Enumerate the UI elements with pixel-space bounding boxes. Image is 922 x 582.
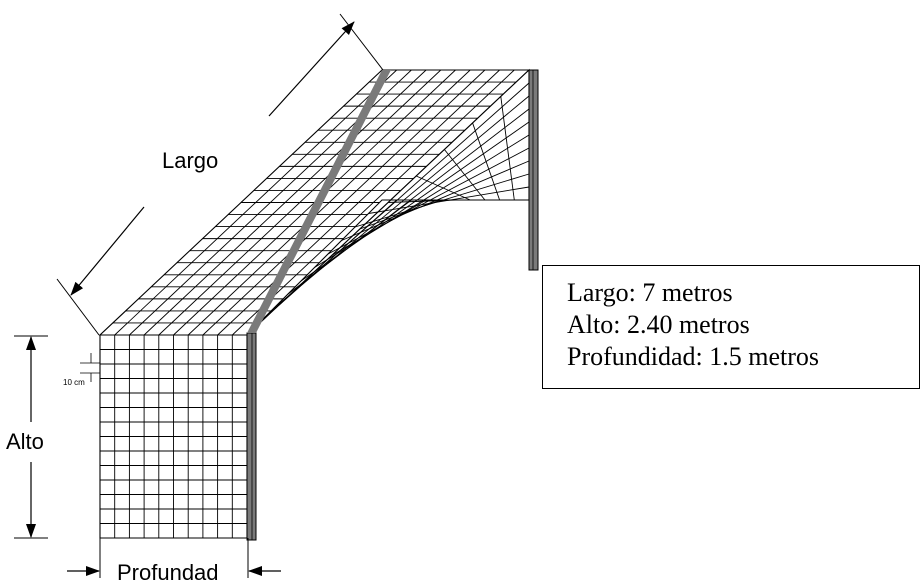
net-back-line (274, 199, 397, 309)
largo-label: Largo (162, 148, 218, 173)
net-back-line (303, 199, 412, 283)
goal-net (98, 68, 539, 541)
net-back-line (472, 122, 501, 201)
alto-label: Alto (6, 429, 44, 454)
spec-profundidad: Profundidad: 1.5 metros (567, 342, 820, 371)
largo-dimension: Largo (56, 13, 384, 336)
net-back-line (444, 149, 486, 201)
net-back-line (416, 175, 471, 201)
spec-largo: Largo: 7 metros (567, 278, 733, 307)
net-back-line (500, 96, 515, 201)
net-back-line (359, 199, 441, 230)
crossbar-inner (247, 70, 391, 333)
net-back-line (387, 199, 456, 203)
profundad-dimension: Profundad (67, 538, 281, 582)
front-post (246, 332, 257, 541)
alto-dimension: Alto (6, 335, 48, 539)
profundad-label: Profundad (117, 560, 219, 582)
spec-alto: Alto: 2.40 metros (567, 310, 750, 339)
mesh-size-label: 10 cm (63, 378, 85, 387)
mesh-size-indicator: 10 cm (63, 353, 100, 387)
goal-specifications-box: Largo: 7 metros Alto: 2.40 metros Profun… (542, 265, 920, 389)
net-back-line (331, 199, 427, 256)
back-post (528, 69, 539, 271)
largo-arrow-line (70, 206, 145, 296)
